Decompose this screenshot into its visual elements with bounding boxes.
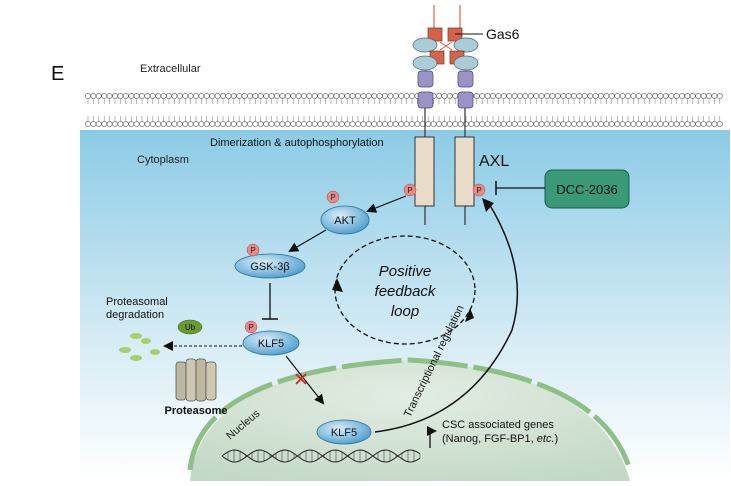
arrow-axl-to-akt: [366, 195, 407, 213]
csc-genes-label-1: CSC associated genes: [442, 419, 554, 431]
akt-node: [320, 205, 370, 235]
arrow-transcriptional-regulation: [374, 201, 519, 433]
nucleus-region: [190, 360, 630, 481]
svg-text:P: P: [250, 246, 255, 255]
klf5-nuclear-node: [316, 419, 372, 445]
arrow-akt-to-gsk: [288, 229, 327, 253]
extracellular-label: Extracellular: [140, 63, 201, 75]
phospho-group-right: P: [472, 183, 486, 197]
gsk3b-label: GSK-3β: [250, 261, 289, 273]
arrow-klf5-nuclear-entry: [285, 355, 325, 405]
nuclear-envelope: [187, 357, 633, 471]
ubiquitin-label: Ub: [185, 323, 196, 332]
cell-membrane: [85, 93, 723, 127]
svg-text:P: P: [248, 323, 253, 332]
degraded-fragments: [119, 333, 160, 361]
proteasome-label: Proteasome: [165, 405, 228, 417]
svg-text:P: P: [476, 186, 481, 195]
svg-text:P: P: [330, 193, 335, 202]
feedback-label-3: loop: [391, 303, 419, 320]
feedback-label-2: feedback: [375, 283, 437, 300]
axl-receptor-dimer: [412, 5, 479, 225]
blocked-x-icon: [295, 373, 307, 385]
gsk3b-node: [234, 253, 306, 279]
ubiquitin-node: [177, 319, 203, 335]
dimerization-label: Dimerization & autophosphorylation: [210, 137, 384, 149]
phospho-akt: P: [326, 190, 340, 204]
svg-text:P: P: [407, 186, 412, 195]
dcc-2036-label: DCC-2036: [556, 182, 617, 197]
csc-genes-label-2: (Nanog, FGF-BP1, etc.): [442, 433, 558, 445]
panel-label: E: [51, 63, 64, 85]
axl-label: AXL: [479, 153, 509, 170]
proteasomal-degradation-label-2: degradation: [106, 309, 164, 321]
akt-label: AKT: [334, 215, 356, 227]
phospho-group-left: P: [403, 183, 417, 197]
phospho-klf5: P: [244, 320, 258, 334]
klf5-cyto-node: [242, 330, 300, 356]
dcc-2036-box: [544, 169, 630, 209]
phospho-gsk3b: P: [246, 243, 260, 257]
cytoplasm-label: Cytoplasm: [137, 154, 189, 166]
dna-helix: [221, 449, 421, 463]
gas6-label: Gas6: [486, 26, 520, 42]
klf5-cyto-label: KLF5: [258, 338, 284, 350]
proteasome-icon: [175, 358, 217, 402]
feedback-label-1: Positive: [379, 263, 432, 280]
proteasomal-degradation-label-1: Proteasomal: [106, 296, 168, 308]
klf5-nuclear-label: KLF5: [331, 427, 357, 439]
